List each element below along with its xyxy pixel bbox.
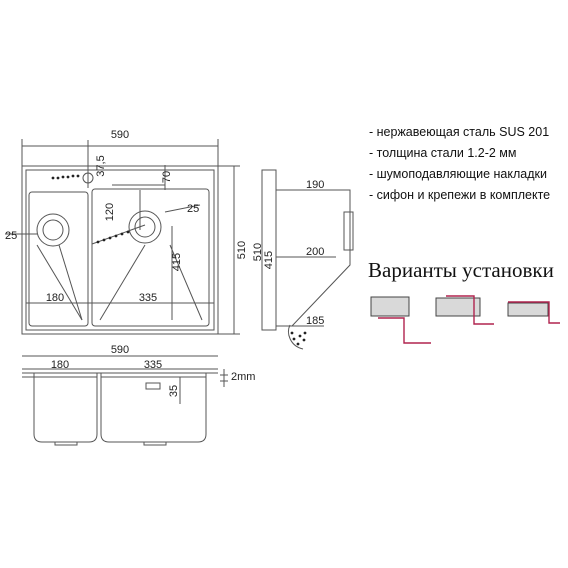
side-dots [290, 331, 307, 346]
dim-leader-25 [164, 204, 201, 213]
sink-outline [21, 165, 219, 335]
dim-front-width: 590 [111, 344, 129, 356]
dot [61, 175, 65, 179]
spec-item: - нержавеющая сталь SUS 201 [369, 125, 550, 139]
dim-right-corner: 70 [161, 171, 173, 183]
dim-side-middle: 200 [306, 246, 324, 258]
dot [56, 176, 60, 180]
right-drain [128, 210, 162, 244]
right-drain-inner [134, 216, 156, 238]
dim-side-inner: 415 [263, 251, 275, 269]
sink-profile [508, 301, 560, 324]
dot [120, 232, 124, 236]
left-bowl [28, 191, 89, 327]
dot [96, 240, 100, 244]
dot [108, 236, 112, 240]
right-drain-flange [143, 441, 167, 446]
overflow-leader [91, 224, 146, 245]
front-left-bowl [33, 373, 98, 443]
variants-title: Варианты установки [368, 258, 554, 282]
dot [296, 342, 300, 346]
dim-total-depth: 510 [236, 241, 248, 259]
right-bowl [91, 188, 210, 327]
variant-undermount [435, 295, 494, 325]
installation-variants [370, 295, 560, 344]
dim-front-right-bowl: 335 [144, 359, 162, 371]
dot [303, 331, 307, 335]
dim-inner-depth: 415 [171, 253, 183, 271]
side-bracket [343, 211, 354, 251]
dim-side-bottom: 185 [306, 315, 324, 327]
dot [66, 175, 70, 179]
sink-profile [446, 295, 494, 325]
dot [126, 230, 130, 234]
variant-flush-mount [370, 296, 431, 344]
dim-front-left-bowl: 180 [51, 359, 69, 371]
dot [298, 334, 302, 338]
top-view [5, 139, 240, 335]
dim-right-edge: 25 [187, 203, 199, 215]
dot [290, 331, 294, 335]
left-drain-flange [54, 441, 78, 446]
front-view [22, 355, 228, 446]
dot [114, 234, 118, 238]
left-drain-inner [42, 219, 64, 241]
dim-thickness: 2mm [231, 371, 255, 383]
dot [71, 174, 75, 178]
dim-left-bowl: 180 [46, 292, 64, 304]
dot [302, 338, 306, 342]
specs-list: - нержавеющая сталь SUS 201 - толщина ст… [369, 122, 550, 206]
spec-item: - толщина стали 1.2-2 мм [369, 146, 517, 160]
spec-item: - шумоподавляющие накладки [369, 167, 547, 181]
dot [102, 238, 106, 242]
dim-side-total: 510 [252, 243, 264, 261]
left-drain [36, 213, 70, 247]
right-bowl-slope [169, 244, 203, 321]
variant-top-mount [507, 301, 560, 324]
dot [51, 176, 55, 180]
left-bowl-slope [58, 244, 83, 321]
countertop-section [507, 302, 549, 317]
left-bowl-slope [36, 244, 83, 321]
spec-item: - сифон и крепежи в комплекте [369, 188, 551, 202]
dim-front-step: 35 [168, 385, 180, 397]
dot [76, 174, 80, 178]
dim-drain-offset: 120 [104, 203, 116, 221]
dim-left-edge: 25 [5, 230, 17, 242]
side-frame [261, 169, 277, 331]
side-bowl-profile [276, 189, 351, 327]
dot [292, 337, 296, 341]
right-bowl-slope [99, 244, 146, 321]
dim-top-width: 590 [111, 129, 129, 141]
sink-profile [378, 317, 431, 344]
drain-pipe [288, 324, 304, 350]
dim-soap-hole: 37,5 [95, 155, 107, 176]
dim-right-bowl: 335 [139, 292, 157, 304]
overflow-dots [51, 174, 130, 244]
countertop-section [370, 296, 410, 317]
dim-side-top: 190 [306, 179, 324, 191]
countertop-section [435, 297, 481, 317]
sink-rim [25, 169, 215, 331]
overflow-fitting [145, 382, 161, 390]
side-view [261, 169, 354, 350]
